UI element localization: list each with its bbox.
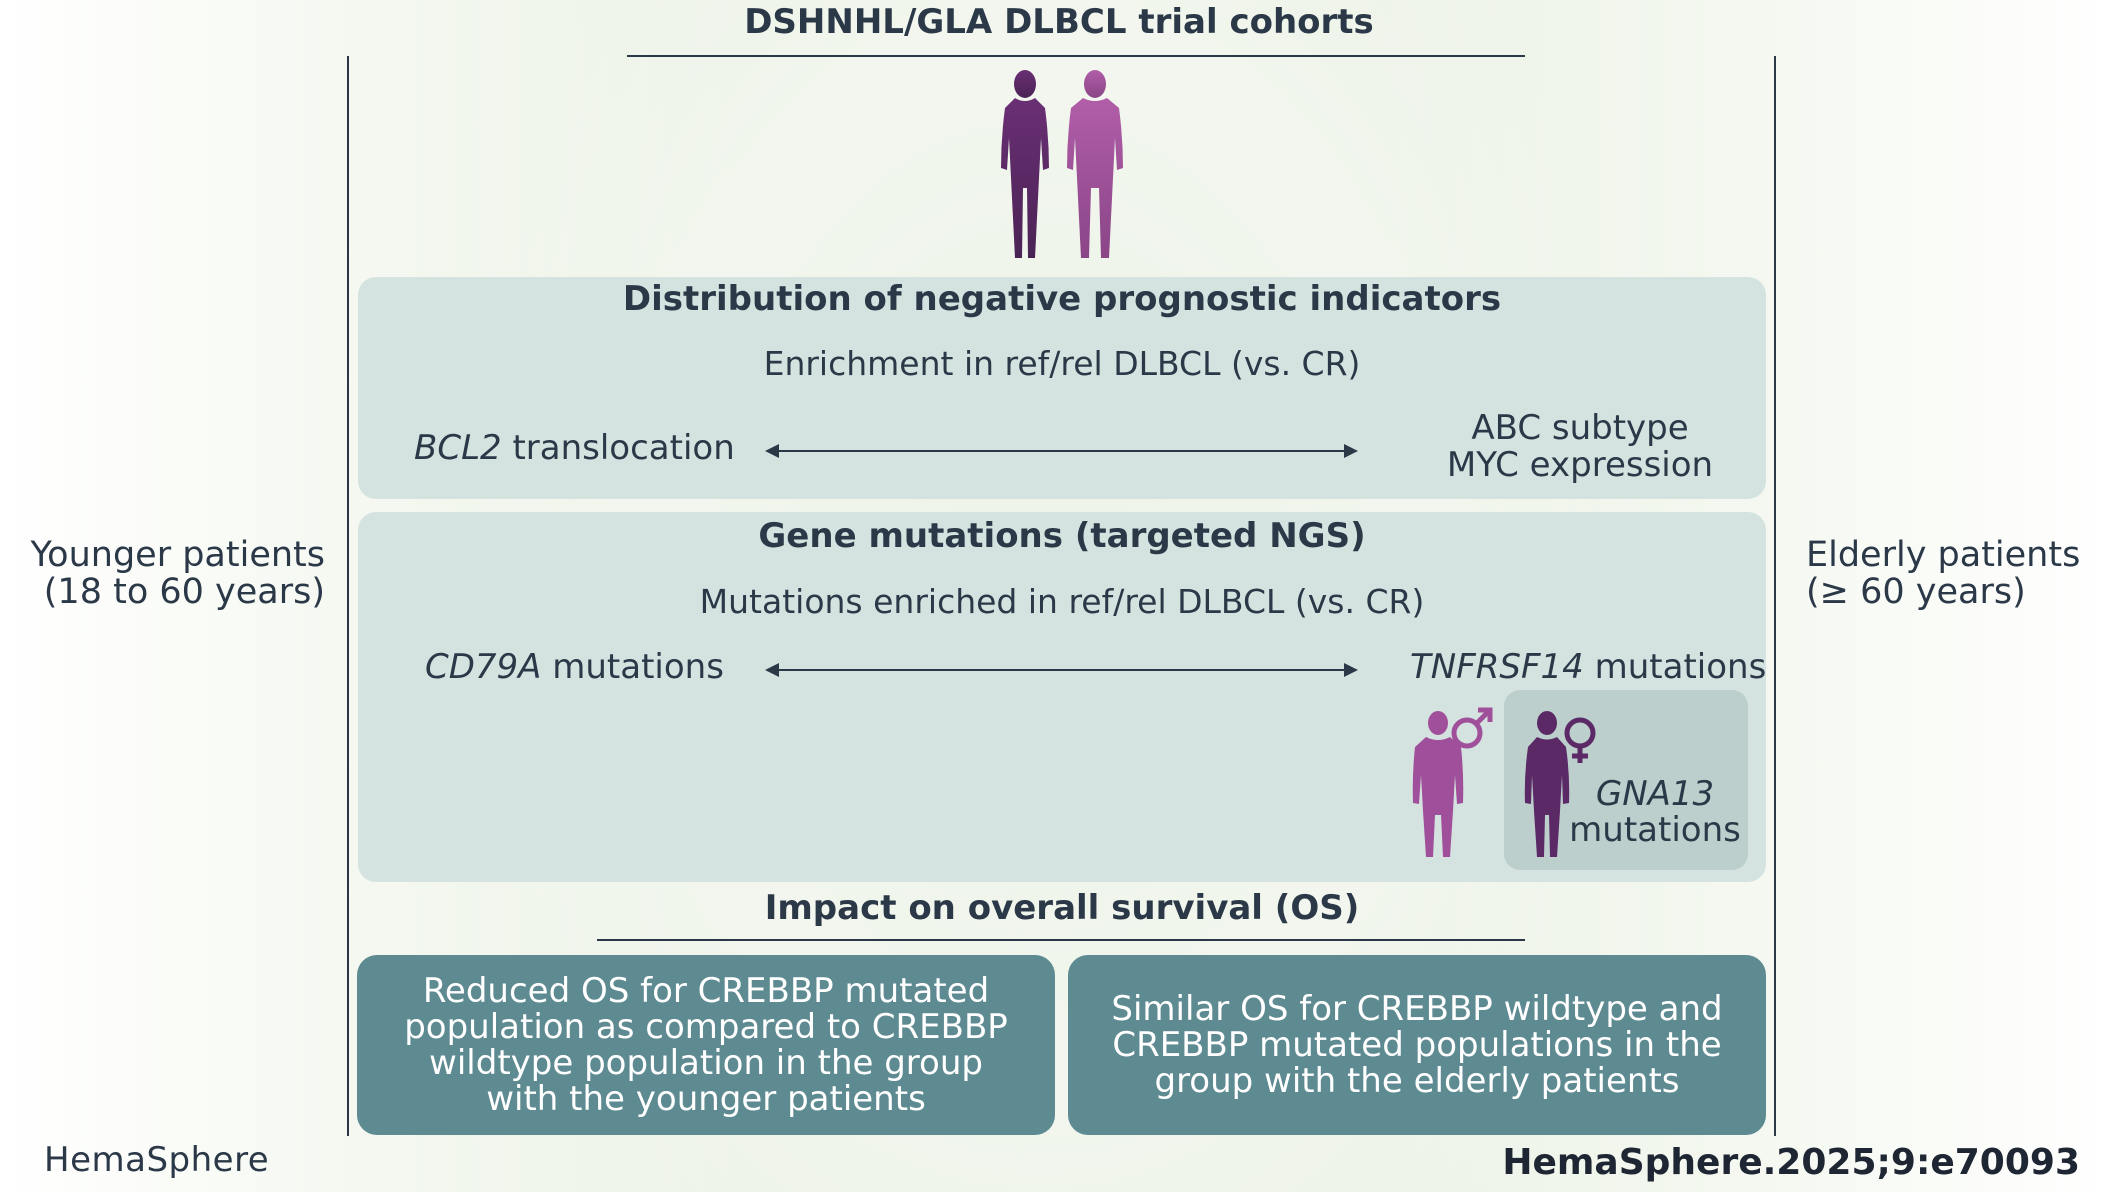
prognostic-indicators-panel (358, 277, 1766, 499)
elderly-os-result-text: Similar OS for CREBBP wildtype and CREBB… (1111, 989, 1723, 1101)
double-arrow-icon (763, 659, 1360, 681)
mutation-panel-heading: Gene mutations (targeted NGS) (758, 516, 1366, 556)
female-silhouette-icon (1001, 70, 1123, 258)
cd79a-mutations-label: CD79A mutations (425, 647, 724, 687)
abc-myc-label: ABC subtype MYC expression (1440, 410, 1720, 484)
younger-os-result-text: Reduced OS for CREBBP mutated population… (404, 971, 1008, 1119)
tnfrsf14-mutations-text: mutations (1583, 647, 1767, 687)
survival-heading: Impact on overall survival (OS) (764, 888, 1360, 928)
double-arrow-icon (763, 440, 1360, 462)
mutation-panel-subheading: Mutations enriched in ref/rel DLBCL (vs.… (699, 582, 1425, 621)
elderly-patients-age: (≥ 60 years) (1806, 572, 2026, 612)
bcl2-gene-name: BCL2 (414, 428, 502, 468)
survival-underline (597, 939, 1525, 941)
translocation-text: translocation (501, 428, 735, 468)
left-divider-line (347, 56, 349, 1136)
journal-brand-logo: HemaSphere (44, 1140, 270, 1180)
gna13-mutations-label: GNA13 mutations (1560, 776, 1750, 848)
diagram-title: DSHNHL/GLA DLBCL trial cohorts (744, 2, 1374, 42)
abc-subtype-text: ABC subtype (1471, 408, 1689, 448)
prognostic-panel-subheading: Enrichment in ref/rel DLBCL (vs. CR) (763, 344, 1361, 383)
elderly-patients-label: Elderly patients (≥ 60 years) (1806, 537, 2096, 611)
journal-citation: HemaSphere.2025;9:e70093 (1502, 1142, 2080, 1183)
elderly-os-result-box: Similar OS for CREBBP wildtype and CREBB… (1068, 955, 1766, 1135)
younger-patients-label: Younger patients (18 to 60 years) (30, 537, 325, 611)
female-figure-group (1514, 705, 1604, 861)
younger-patients-age: (18 to 60 years) (43, 572, 325, 612)
male-figure-group (1405, 705, 1495, 861)
elderly-patients-title: Elderly patients (1806, 535, 2081, 575)
patient-figures (985, 68, 1135, 263)
younger-patients-title: Younger patients (30, 535, 325, 575)
gna13-mutations-text: mutations (1569, 810, 1741, 850)
female-silhouette-icon (1524, 711, 1570, 857)
myc-expression-text: MYC expression (1446, 445, 1714, 485)
gna13-gene-name: GNA13 (1595, 774, 1715, 814)
title-underline (627, 55, 1525, 57)
prognostic-panel-heading: Distribution of negative prognostic indi… (622, 279, 1502, 319)
bcl2-translocation-label: BCL2 translocation (414, 428, 735, 468)
younger-os-result-box: Reduced OS for CREBBP mutated population… (357, 955, 1055, 1135)
male-silhouette-icon (1412, 711, 1464, 857)
male-symbol-icon (1451, 707, 1493, 749)
tnfrsf14-gene-name: TNFRSF14 (1410, 647, 1584, 687)
tnfrsf14-mutations-label: TNFRSF14 mutations (1410, 647, 1766, 687)
cd79a-mutations-text: mutations (541, 647, 724, 687)
cd79a-gene-name: CD79A (425, 647, 542, 687)
right-divider-line (1774, 56, 1776, 1136)
female-symbol-icon (1564, 717, 1596, 763)
